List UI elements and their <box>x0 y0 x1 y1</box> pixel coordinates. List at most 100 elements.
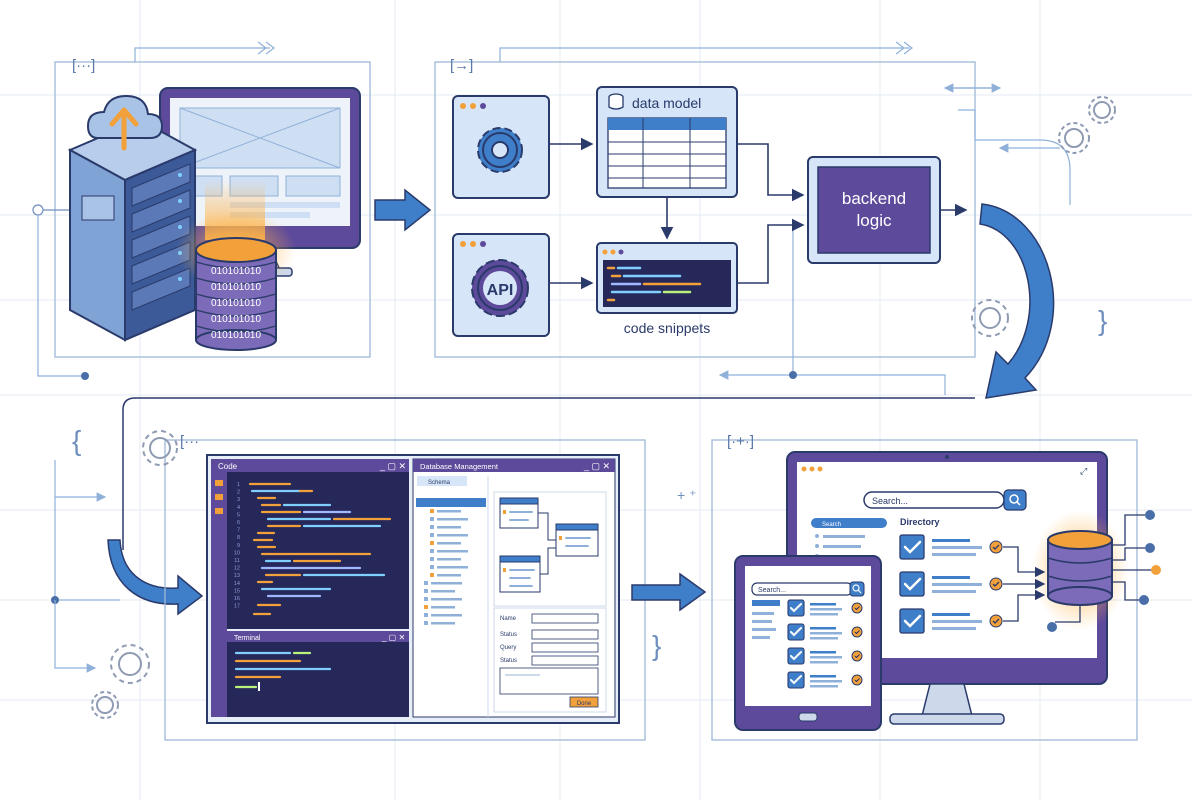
line-number: 9 <box>237 543 240 549</box>
tree-row[interactable] <box>431 622 455 625</box>
tablet-list-row[interactable] <box>787 671 863 689</box>
svg-text:⤢: ⤢ <box>1079 466 1087 476</box>
directory-row[interactable] <box>899 534 1003 560</box>
tree-node-icon <box>430 533 434 537</box>
tree-node-icon <box>424 613 428 617</box>
form-input-name[interactable] <box>531 613 599 624</box>
line-number: 14 <box>234 581 240 587</box>
directory-row[interactable] <box>899 571 1003 597</box>
backend-logic-card: backend logic <box>807 156 941 264</box>
line-number: 4 <box>237 505 240 511</box>
tree-row[interactable] <box>437 534 468 537</box>
form-done-label: Done <box>577 701 592 707</box>
code-window-controls: _ ▢ ✕ <box>379 461 406 471</box>
tree-node-icon <box>424 597 428 601</box>
tablet-status-icon <box>851 626 863 638</box>
form-done-button[interactable] <box>569 696 599 708</box>
line-number: 7 <box>237 528 240 534</box>
terminal-window-controls: _ ▢ ✕ <box>381 633 405 642</box>
checkbox-icon[interactable] <box>899 534 925 560</box>
tree-row[interactable] <box>437 518 468 521</box>
tree-node-icon <box>430 565 434 569</box>
monitor-sidebar-active: Search <box>822 522 841 528</box>
flow-arrow-2-to-4-curved <box>979 203 1055 399</box>
tree-row[interactable] <box>437 550 468 553</box>
api-label: API <box>487 282 514 299</box>
flow-arrow-curve-into-stage3 <box>107 539 204 616</box>
code-panel-title: Code <box>218 462 238 471</box>
form-label-1: Name <box>500 616 517 622</box>
tablet-search-icon <box>852 584 862 594</box>
tablet-search-placeholder: Search... <box>758 587 786 594</box>
tablet-status-icon <box>851 602 863 614</box>
form-label-3: Query <box>500 645 516 651</box>
line-number: 17 <box>234 604 240 610</box>
flow-arrow-3-to-4 <box>631 572 707 612</box>
stage4-tablet: Search... <box>734 555 882 731</box>
tree-node-icon <box>430 525 434 529</box>
form-label-2: Status <box>500 632 517 638</box>
tablet-list-row[interactable] <box>787 647 863 665</box>
flow-arrow-2-to-3-line <box>122 397 975 550</box>
tree-row[interactable] <box>437 526 461 529</box>
brace-close-top: } <box>1098 305 1107 336</box>
status-check-icon <box>989 614 1003 628</box>
monitor-search-button[interactable] <box>1003 489 1027 511</box>
tree-row[interactable] <box>431 614 462 617</box>
tree-row[interactable] <box>431 582 462 585</box>
line-number: 10 <box>234 550 240 556</box>
tree-row[interactable] <box>431 590 455 593</box>
checkbox-icon[interactable] <box>899 571 925 597</box>
binary-row: 010101010 <box>211 298 261 309</box>
api-card: API <box>452 233 550 337</box>
tree-row[interactable] <box>437 542 461 545</box>
form-input-query[interactable] <box>531 642 599 653</box>
tree-node-icon <box>430 573 434 577</box>
binary-row: 010101010 <box>211 330 261 341</box>
tablet-list-row[interactable] <box>787 623 863 641</box>
tree-node-icon <box>430 557 434 561</box>
directory-row[interactable] <box>899 608 1003 634</box>
tablet-search-button[interactable] <box>849 581 865 597</box>
tree-row[interactable] <box>437 574 461 577</box>
form-label-4: Status <box>500 658 517 664</box>
bracket-label-top-left: [···] <box>72 57 95 74</box>
tree-row[interactable] <box>437 566 468 569</box>
brace-close-bottom: } <box>652 630 661 661</box>
connected-database-icon <box>1032 510 1161 632</box>
form-textarea[interactable] <box>499 667 599 695</box>
plus-decor: + ⁺ <box>677 487 696 503</box>
line-number: 2 <box>237 490 240 496</box>
tree-row[interactable] <box>431 606 455 609</box>
settings-gear-card <box>452 95 550 199</box>
tablet-status-icon <box>851 674 863 686</box>
tablet-status-icon <box>851 650 863 662</box>
line-number: 16 <box>234 596 240 602</box>
line-number: 13 <box>234 573 240 579</box>
gear-icon <box>477 127 523 173</box>
line-number: 5 <box>237 512 240 518</box>
tree-row[interactable] <box>431 598 462 601</box>
db-tab-label: Schema <box>428 480 451 486</box>
tree-row[interactable] <box>437 558 461 561</box>
form-input-status[interactable] <box>531 629 599 640</box>
db-panel-title: Database Management <box>420 462 499 471</box>
stage2-connectors <box>549 137 968 290</box>
tree-row[interactable] <box>437 510 461 513</box>
status-check-icon <box>989 577 1003 591</box>
stage2-frame: [→] } <box>434 41 1107 395</box>
tablet-list-row[interactable] <box>787 599 863 617</box>
checkbox-icon[interactable] <box>899 608 925 634</box>
form-input-status-2[interactable] <box>531 655 599 666</box>
line-number: 1 <box>237 482 240 488</box>
stage3-frame: [··· { } <box>51 425 661 741</box>
binary-row: 010101010 <box>211 314 261 325</box>
monitor-directory-label: Directory <box>900 517 940 527</box>
check-mark-icon <box>903 577 922 591</box>
line-number: 3 <box>237 497 240 503</box>
backend-label-line2: logic <box>857 211 892 230</box>
status-check-icon <box>989 540 1003 554</box>
